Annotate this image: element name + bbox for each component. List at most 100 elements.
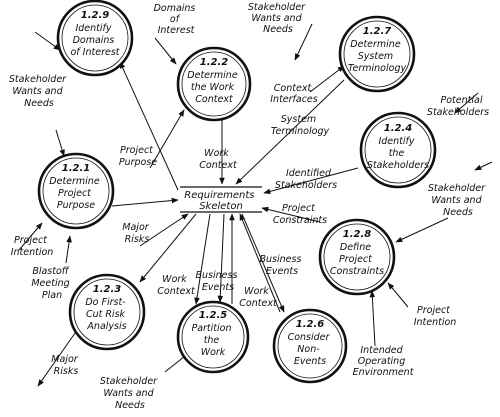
flow-label: Stakeholder Wants and Needs bbox=[100, 376, 160, 411]
process-number: 1.2.3 bbox=[93, 284, 122, 295]
process-title-line: Non- bbox=[297, 344, 320, 355]
process-inner-ring bbox=[343, 20, 411, 88]
process-title-line: System bbox=[358, 51, 393, 62]
process-title-line: Analysis bbox=[86, 321, 126, 332]
flow-labels: Domains of Interest Stakeholder Wants an… bbox=[9, 2, 489, 411]
flow-label-line: Constraints bbox=[273, 215, 327, 226]
process-number: 1.2.5 bbox=[199, 310, 228, 321]
flow-line bbox=[217, 213, 225, 303]
flow-label-line: Business bbox=[196, 270, 238, 281]
process-inner-ring bbox=[61, 4, 129, 72]
process-title-line: the bbox=[204, 335, 220, 346]
flow-label: Major Risks bbox=[122, 222, 151, 245]
process-title: Do First- Cut Risk Analysis bbox=[85, 297, 128, 332]
flow-label: Project Intention bbox=[414, 305, 457, 328]
store-label-line: Requirements bbox=[184, 190, 254, 201]
flow-label-line: Wants and bbox=[251, 13, 302, 24]
flow-label-line: Stakeholder bbox=[428, 183, 486, 194]
flow-label-line: Major bbox=[51, 354, 78, 365]
flow-line bbox=[395, 217, 449, 243]
flow-label-line: Context bbox=[157, 286, 196, 297]
process-inner-ring bbox=[323, 223, 391, 291]
process-1-2-5[interactable]: 1.2.5 Partition the Work bbox=[176, 300, 250, 374]
flow-label: Domains of Interest bbox=[154, 3, 199, 36]
process-1-2-2[interactable]: 1.2.2 Determine the Work Context bbox=[176, 46, 252, 122]
process-1-2-7[interactable]: 1.2.7 Determine System Terminology bbox=[338, 15, 416, 93]
flow-label-line: Major bbox=[122, 222, 149, 233]
flow-line bbox=[65, 235, 72, 264]
flow-label: System Terminology bbox=[271, 114, 330, 137]
flow-label-line: Project bbox=[417, 305, 451, 316]
flow-label-line: Terminology bbox=[271, 126, 330, 137]
flow-label: Project Purpose bbox=[119, 145, 157, 168]
process-1-2-9[interactable]: 1.2.9 Identify Domains of Interest bbox=[56, 0, 134, 77]
process-inner-ring bbox=[42, 157, 110, 225]
flow-label-line: Events bbox=[202, 282, 234, 293]
flow-label-line: Wants and bbox=[431, 195, 482, 206]
flow-label-line: Meeting bbox=[31, 278, 69, 289]
data-store-requirements-skeleton[interactable]: Requirements Skeleton bbox=[180, 186, 262, 213]
process-number: 1.2.7 bbox=[363, 26, 392, 37]
flow-line bbox=[241, 213, 285, 313]
process-title: Identify Domains of Interest bbox=[71, 23, 121, 58]
process-title: Determine System Terminology bbox=[348, 39, 407, 74]
process-1-2-6[interactable]: 1.2.6 Consider Non- Events bbox=[272, 308, 348, 384]
flow-label-line: Needs bbox=[263, 24, 293, 35]
flow-label-line: Identified bbox=[286, 168, 332, 179]
flow-line bbox=[37, 325, 81, 387]
process-number: 1.2.4 bbox=[384, 123, 413, 134]
flow-line bbox=[18, 222, 43, 251]
flow-arrows bbox=[18, 23, 493, 387]
process-number: 1.2.8 bbox=[343, 229, 372, 240]
flow-line bbox=[194, 213, 211, 305]
flow-label: Work Context bbox=[157, 274, 196, 297]
process-inner-ring bbox=[73, 278, 141, 346]
flow-label: Major Risks bbox=[51, 354, 80, 377]
process-title-line: Events bbox=[294, 356, 326, 367]
process-inner-ring bbox=[181, 305, 245, 369]
process-inner-ring bbox=[364, 116, 432, 184]
process-number: 1.2.9 bbox=[81, 10, 110, 21]
flow-line bbox=[55, 129, 65, 157]
flow-label: Business Events bbox=[260, 254, 305, 277]
flow-line bbox=[119, 61, 179, 191]
flow-label-line: Stakeholder bbox=[248, 2, 306, 13]
flow-line bbox=[294, 23, 313, 61]
flow-line bbox=[139, 213, 189, 247]
flow-line bbox=[111, 197, 179, 207]
flow-label: Context Interfaces bbox=[270, 83, 318, 105]
process-1-2-8[interactable]: 1.2.8 Define Project Constraints bbox=[318, 218, 396, 296]
flow-label-line: Business bbox=[260, 254, 302, 265]
flow-label-line: Context bbox=[239, 298, 278, 309]
process-1-2-3[interactable]: 1.2.3 Do First- Cut Risk Analysis bbox=[68, 273, 146, 351]
flow-label-line: Risks bbox=[125, 234, 150, 245]
flow-label-line: of bbox=[170, 14, 181, 25]
flow-label-line: Stakeholders bbox=[275, 180, 337, 191]
process-title-line: Cut Risk bbox=[86, 309, 126, 320]
process-title-line: Work bbox=[201, 347, 226, 358]
flow-line bbox=[139, 213, 197, 283]
process-title-line: of Interest bbox=[71, 47, 121, 58]
process-title-line: Determine bbox=[49, 176, 100, 187]
flow-line bbox=[474, 161, 493, 171]
flow-label-line: Context bbox=[199, 160, 238, 171]
process-title: Determine Project Purpose bbox=[49, 176, 102, 211]
process-title-line: Project bbox=[58, 188, 92, 199]
process-title: Identify the Stakeholders bbox=[367, 136, 429, 171]
flow-label-line: System bbox=[281, 114, 316, 125]
flow-label-line: Interfaces bbox=[270, 94, 318, 105]
process-title-line: Project bbox=[339, 254, 373, 265]
flow-label-line: Events bbox=[266, 266, 298, 277]
flow-line bbox=[239, 213, 281, 313]
process-1-2-1[interactable]: 1.2.1 Determine Project Purpose bbox=[37, 152, 115, 230]
process-title-line: Define bbox=[340, 242, 371, 253]
flow-line bbox=[34, 31, 61, 51]
process-title-line: the Work bbox=[191, 82, 235, 93]
process-title-line: Stakeholders bbox=[367, 160, 429, 171]
process-1-2-4[interactable]: 1.2.4 Identify the Stakeholders bbox=[359, 111, 437, 189]
flow-label-line: Purpose bbox=[119, 157, 157, 168]
flow-label-line: Project bbox=[282, 203, 316, 214]
process-title: Define Project Constraints bbox=[330, 242, 384, 277]
process-number: 1.2.6 bbox=[296, 319, 325, 330]
